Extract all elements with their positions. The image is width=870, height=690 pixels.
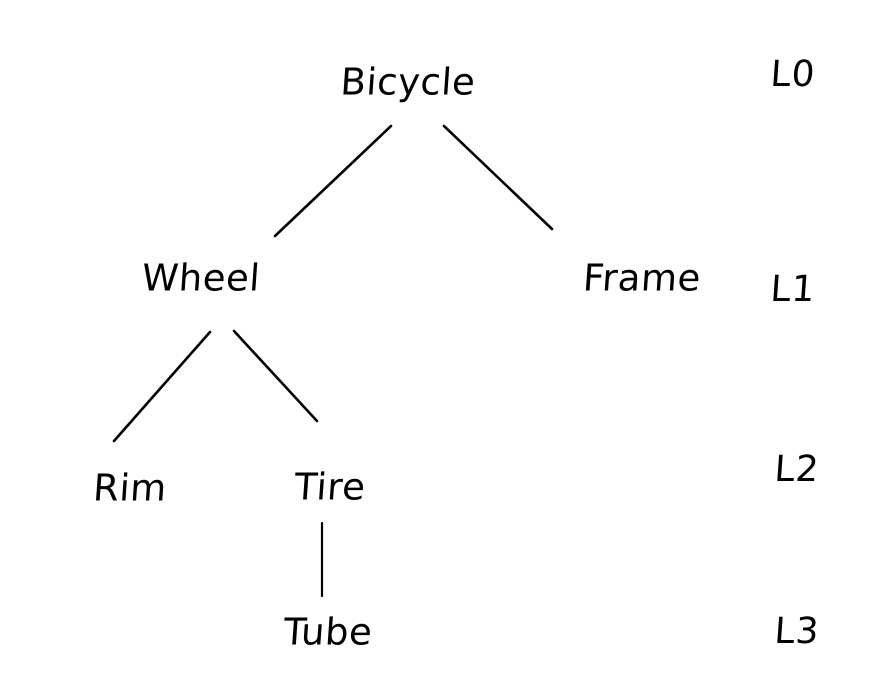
node-tube: Tube bbox=[282, 610, 374, 654]
node-wheel: Wheel bbox=[140, 256, 262, 300]
level-label-l1: L1 bbox=[769, 269, 817, 310]
node-tire: Tire bbox=[293, 465, 367, 509]
level-label-l2: L2 bbox=[773, 449, 821, 490]
node-bicycle: Bicycle bbox=[339, 60, 477, 104]
edge-bicycle-wheel bbox=[273, 124, 393, 238]
node-frame: Frame bbox=[581, 256, 703, 300]
level-label-l3: L3 bbox=[773, 611, 821, 652]
edge-bicycle-frame bbox=[442, 124, 554, 231]
level-label-l0: L0 bbox=[769, 54, 817, 95]
edge-wheel-tire bbox=[232, 329, 319, 423]
node-rim: Rim bbox=[91, 466, 169, 510]
edge-wheel-rim bbox=[112, 330, 212, 443]
